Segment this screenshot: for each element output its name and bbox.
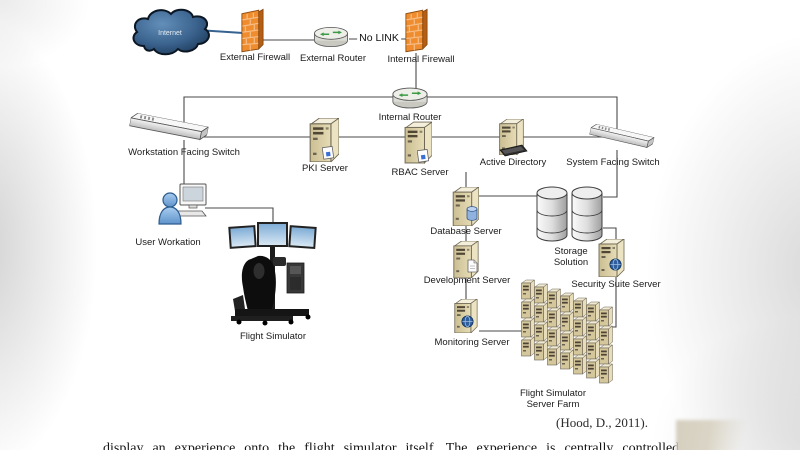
label-external-firewall: External Firewall — [219, 52, 291, 63]
external-firewall-icon — [241, 8, 264, 53]
database-badge-icon — [466, 206, 478, 221]
storage-cylinder-left-icon — [536, 186, 568, 242]
security-suite-server-icon — [598, 239, 625, 277]
label-development-server: Development Server — [423, 275, 511, 286]
internal-router-icon — [392, 87, 428, 109]
flight-simulator-photo — [228, 222, 317, 326]
system-facing-switch-icon — [589, 123, 655, 149]
label-server-farm: Flight Simulator Server Farm — [520, 388, 586, 411]
label-security-suite-server: Security Suite Server — [571, 279, 661, 290]
label-pki-server: PKI Server — [302, 163, 348, 174]
label-rbac-server: RBAC Server — [391, 167, 449, 178]
internet-label: Internet — [158, 30, 182, 37]
background-artifact — [676, 420, 752, 450]
label-system-facing-switch: System Facing Switch — [566, 157, 660, 168]
monitoring-badge-icon — [461, 315, 474, 328]
development-server-icon — [453, 241, 479, 278]
workstation-facing-switch-icon — [128, 112, 209, 142]
development-badge-icon — [467, 259, 478, 273]
security-badge-icon — [609, 258, 622, 271]
label-storage-solution: Storage Solution — [553, 246, 589, 269]
label-user-workstation: User Workation — [135, 237, 201, 248]
link-storage-security — [603, 227, 617, 243]
internet-cloud-icon: Internet — [132, 8, 210, 56]
pki-badge-icon — [322, 146, 334, 160]
storage-cylinder-right-icon — [571, 186, 603, 242]
server-farm-icon — [521, 279, 613, 384]
label-workstation-facing-switch: Workstation Facing Switch — [128, 147, 240, 158]
external-router-icon — [314, 26, 348, 48]
figure-citation: (Hood, D., 2011). — [556, 415, 648, 430]
link-workstation-flightsim — [205, 207, 274, 225]
label-flight-simulator: Flight Simulator — [240, 331, 306, 342]
label-no-link: No LINK — [357, 32, 401, 45]
rbac-badge-icon — [417, 149, 429, 163]
clipped-body-text: display an experience onto the flight si… — [103, 441, 680, 450]
label-database-server: Database Server — [430, 226, 502, 237]
user-workstation-icon — [158, 183, 207, 225]
label-internal-firewall: Internal Firewall — [387, 54, 455, 65]
label-active-directory: Active Directory — [479, 157, 547, 168]
label-internal-router: Internal Router — [378, 112, 442, 123]
internal-firewall-icon — [405, 8, 428, 53]
label-external-router: External Router — [299, 53, 367, 64]
active-directory-keyboard-icon — [499, 144, 528, 157]
link-sfs-storage — [603, 150, 618, 198]
label-monitoring-server: Monitoring Server — [434, 337, 510, 348]
